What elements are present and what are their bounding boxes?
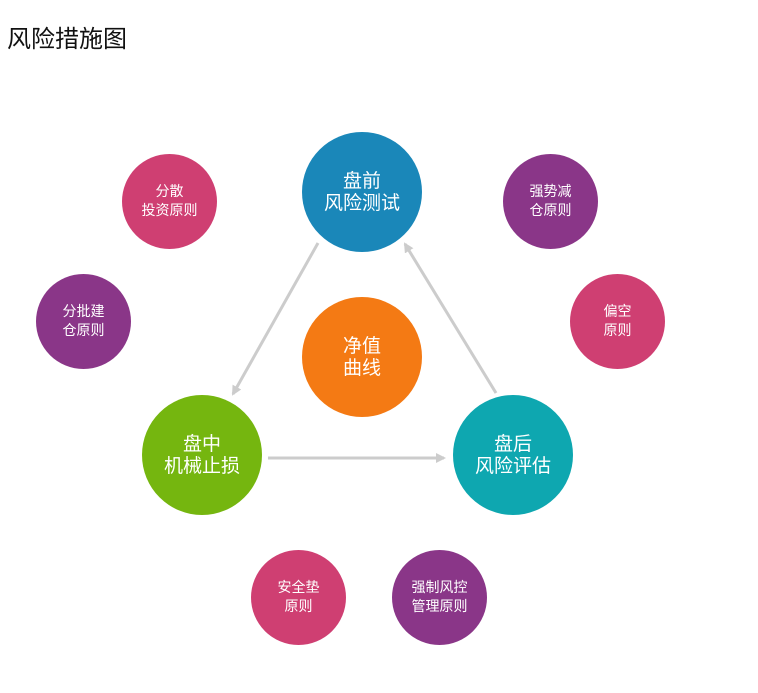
principle-cushion-line1: 安全垫 (277, 579, 320, 596)
node-post-line1: 盘后 (493, 433, 532, 455)
page-title: 风险措施图 (7, 25, 127, 53)
principle-short-line2: 原则 (603, 322, 632, 339)
principle-safety-cushion: 安全垫 原则 (251, 550, 346, 645)
principle-cushion-line2: 原则 (284, 598, 313, 615)
node-mid-line2: 机械止损 (163, 455, 240, 477)
principle-reduce-line2: 仓原则 (529, 202, 572, 219)
principle-disperse-line2: 投资原则 (141, 202, 198, 219)
principle-batch-line1: 分批建 (62, 303, 105, 320)
node-center-line1: 净值 (342, 335, 381, 357)
principle-forced-line2: 管理原则 (411, 598, 468, 615)
principle-disperse-line1: 分散 (155, 183, 184, 200)
principle-short-line1: 偏空 (603, 303, 632, 320)
node-post-market-risk-eval: 盘后 风险评估 (453, 395, 573, 515)
node-pre-market-risk-test: 盘前 风险测试 (302, 132, 422, 252)
principle-bearish-bias: 偏空 原则 (570, 274, 665, 369)
node-pre-line1: 盘前 (342, 170, 381, 192)
node-mid-line1: 盘中 (182, 433, 221, 455)
principle-mandatory-risk-control: 强制风控 管理原则 (392, 550, 487, 645)
principle-batch-line2: 仓原则 (62, 322, 105, 339)
arrow-pre-to-mid (231, 242, 320, 396)
node-pre-line2: 风险测试 (323, 192, 400, 214)
principle-reduce-on-strength: 强势减 仓原则 (503, 154, 598, 249)
principle-diversified-investment: 分散 投资原则 (122, 154, 217, 249)
principle-reduce-line1: 强势减 (529, 183, 572, 200)
node-post-line2: 风险评估 (474, 455, 551, 477)
node-intraday-stop-loss: 盘中 机械止损 (142, 395, 262, 515)
arrow-post-to-pre (403, 242, 498, 394)
node-net-value-curve: 净值 曲线 (302, 297, 422, 417)
principle-forced-line1: 强制风控 (411, 579, 468, 596)
principle-batch-position-building: 分批建 仓原则 (36, 274, 131, 369)
node-center-line2: 曲线 (342, 357, 381, 379)
